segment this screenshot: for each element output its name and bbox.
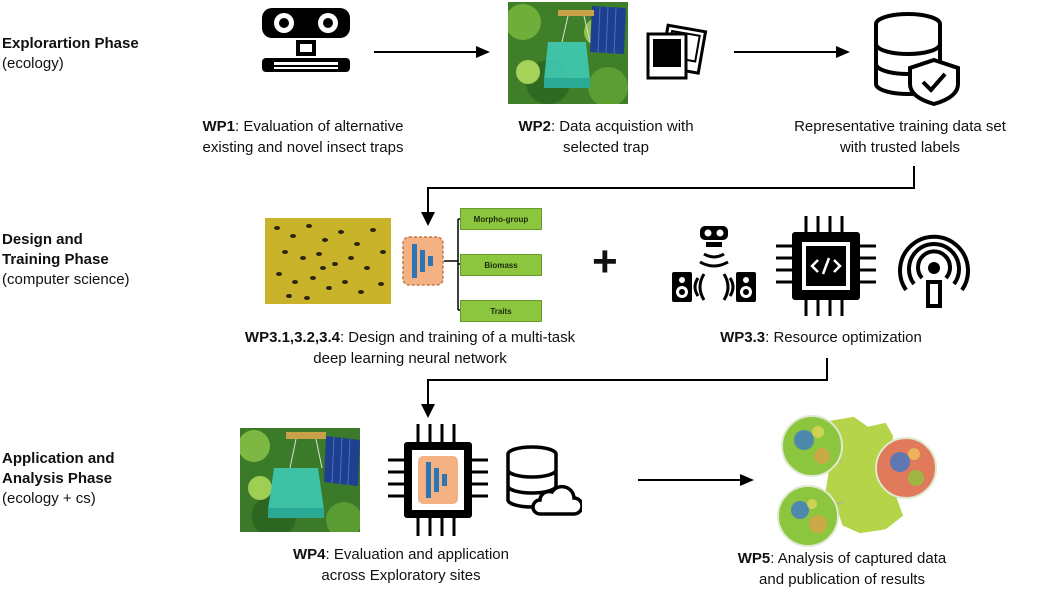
phase-title: Design and [2,231,83,248]
caption-wp1: WP1: Evaluation of alternative existing … [168,116,438,158]
phase-subtitle: (ecology) [2,55,64,72]
arrow-wp2-dataset [734,44,850,60]
chip-net-icon [386,422,490,538]
phase-title: Explorartion Phase [2,35,139,52]
phase-title: Application and [2,450,115,467]
wp-tag: WP5 [737,550,771,567]
wireless-icon [894,230,974,310]
wp-tag: WP3.1,3.2,3.4 [244,329,340,346]
caption-line2: deep learning neural network [313,350,507,367]
trap-photo-2 [240,428,360,532]
caption-line2: selected trap [563,139,649,156]
caption-line1: Representative training data set [794,118,1006,135]
arrow-wp1-wp2 [374,44,490,60]
caption-line2: and publication of results [759,571,925,588]
caption-line1: : Evaluation and application [325,546,509,563]
caption-wp5: WP5: Analysis of captured data and publi… [704,548,980,590]
caption-line1: : Resource optimization [765,329,922,346]
database-shield-icon [868,10,964,106]
caption-wp2: WP2: Data acquistion with selected trap [486,116,726,158]
chip-code-icon [772,212,880,320]
caption-wp4: WP4: Evaluation and application across E… [256,544,546,586]
phase-subtitle: (ecology + cs) [2,490,96,507]
output-biomass: Biomass [460,254,542,276]
caption-line1: : Evaluation of alternative [235,118,404,135]
photos-icon [642,20,708,84]
arrow-wp4-wp5 [638,472,754,488]
plus-sign: + [592,237,618,286]
sensors-robot-icon [668,222,760,306]
phase-subtitle: (computer science) [2,271,130,288]
wp-tag: WP2 [518,118,551,135]
germany-map-figure [770,412,940,552]
phase-application-analysis: Application and Analysis Phase (ecology … [2,449,115,509]
phase-title-line2: Analysis Phase [2,470,113,487]
output-morpho-group: Morpho-group [460,208,542,230]
connector-row2-row3 [416,356,836,420]
caption-wp33: WP3.3: Resource optimization [686,327,956,348]
robot-icon [258,6,354,78]
wp-tag: WP3.3 [720,329,766,346]
caption-dataset: Representative training data set with tr… [772,116,1028,158]
phase-exploration: Explorartion Phase (ecology) [2,34,139,74]
neural-net-icon [402,236,444,286]
caption-line2: existing and novel insect traps [202,139,404,156]
caption-line1: : Design and training of a multi-task [339,329,576,346]
insects-photo [265,218,391,304]
caption-line2: with trusted labels [839,139,961,156]
database-cloud-icon [502,444,582,520]
caption-line1: : Data acquistion with [550,118,694,135]
wp-tag: WP1 [202,118,236,135]
trap-photo [508,2,628,104]
caption-line2: across Exploratory sites [321,567,481,584]
caption-line1: : Analysis of captured data [770,550,947,567]
wp-tag: WP4 [293,546,326,563]
output-traits: Traits [460,300,542,322]
caption-wp3: WP3.1,3.2,3.4: Design and training of a … [198,327,622,369]
connector-row1-row2 [418,162,924,228]
phase-title-line2: Training Phase [2,251,109,268]
phase-design-training: Design and Training Phase (computer scie… [2,230,130,290]
